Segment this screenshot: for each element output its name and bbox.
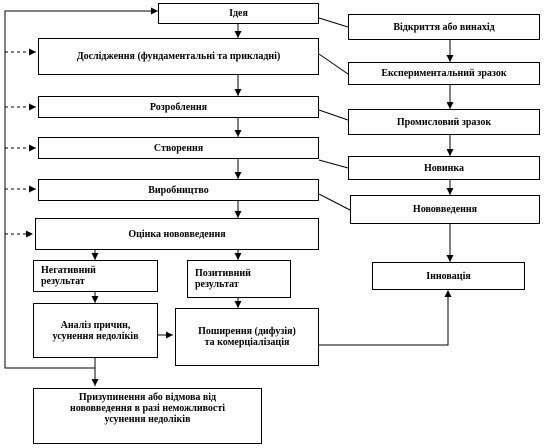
link-creation-novelty xyxy=(318,159,349,169)
node-novelty: Новинка xyxy=(348,156,540,180)
node-production: Виробництво xyxy=(38,179,319,201)
node-industrial-sample: Промисловий зразок xyxy=(348,109,540,135)
link-research-experimental xyxy=(318,53,349,75)
node-suspension: Призупинення або відмова від нововведенн… xyxy=(33,388,262,444)
node-creation: Створення xyxy=(38,137,319,159)
node-research: Дослідження (фундаментальні та прикладні… xyxy=(38,38,319,75)
node-experimental-sample: Експериментальний зразок xyxy=(348,62,540,85)
node-cause-analysis: Аналіз причин, усунення недоліків xyxy=(33,303,158,358)
node-innovation-intro: Нововведення xyxy=(350,195,540,224)
link-idea-discovery xyxy=(318,17,349,28)
node-discovery: Відкриття або винахід xyxy=(348,14,540,40)
node-positive-result: Позитивний результат xyxy=(187,260,291,298)
node-evaluation: Оцінка нововведення xyxy=(35,218,319,250)
node-development: Розроблення xyxy=(38,96,319,118)
link-production-innovation-intro xyxy=(318,193,351,211)
node-negative-result: Негативний результат xyxy=(33,260,158,292)
node-diffusion: Поширення (дифузія) та комерціалізація xyxy=(175,308,319,366)
arrow-diffusion-innovation xyxy=(319,290,452,346)
link-development-industrial xyxy=(318,109,349,121)
node-idea: Ідея xyxy=(158,3,319,24)
node-innovation: Інновація xyxy=(372,262,525,290)
